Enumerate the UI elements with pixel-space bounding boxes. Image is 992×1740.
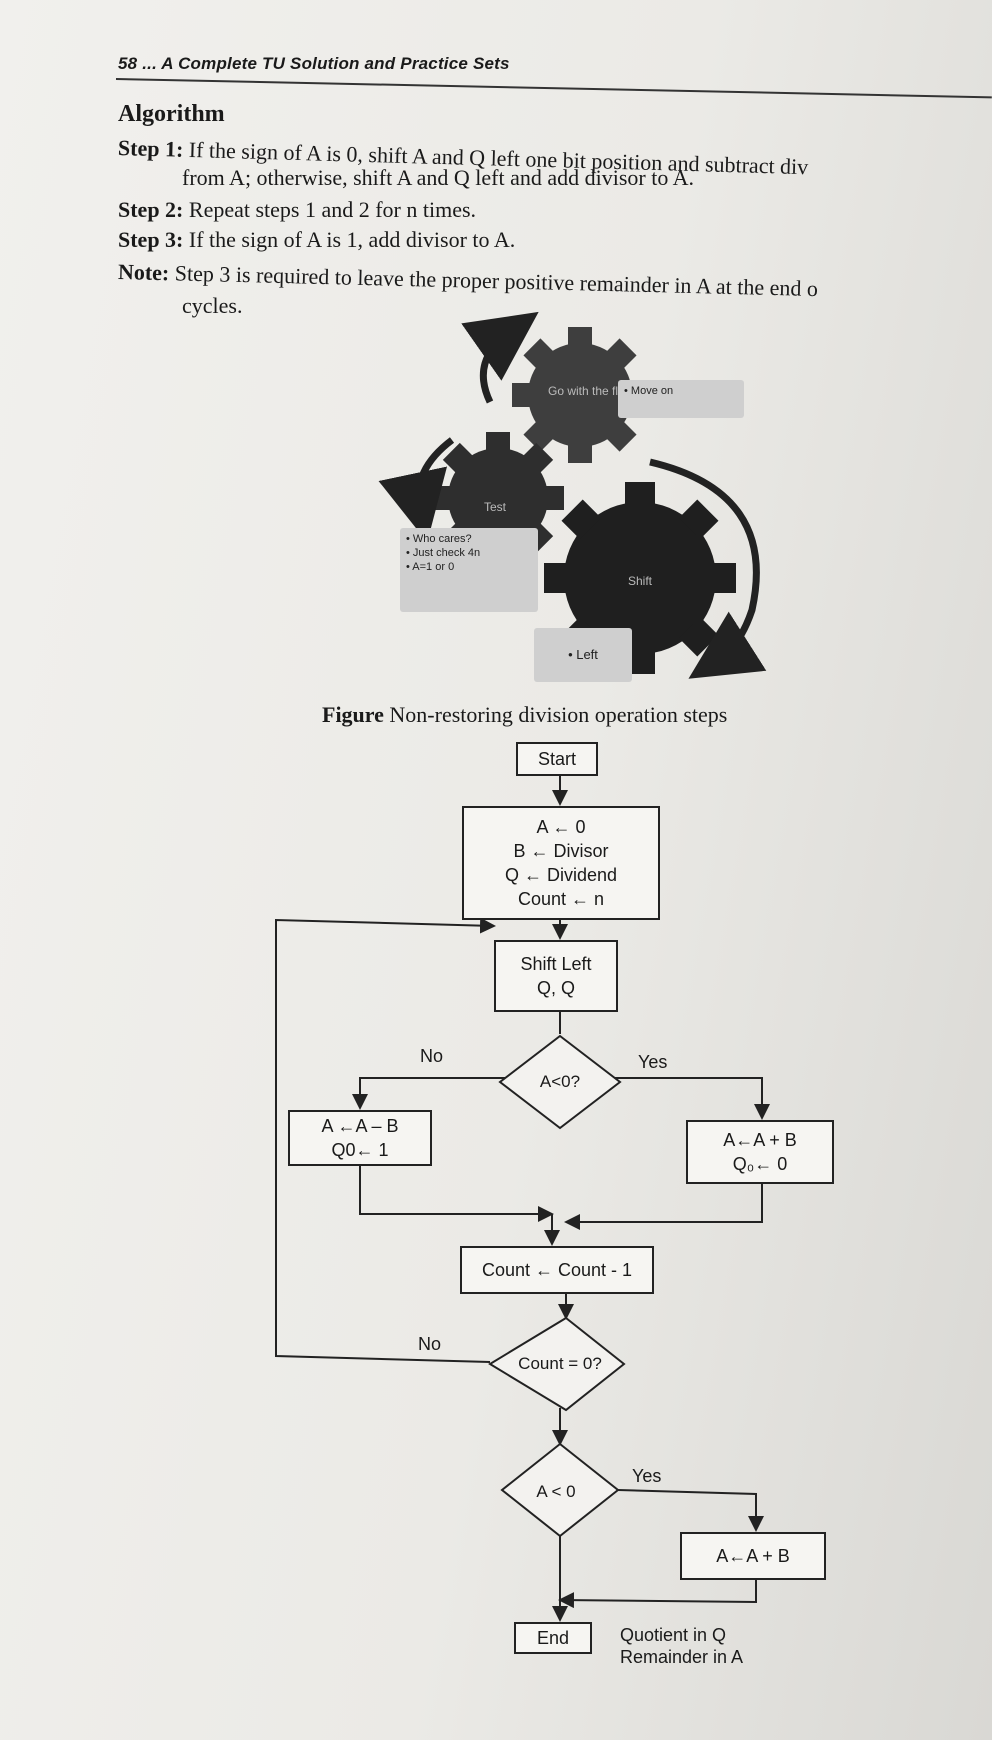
init-line-3: Q ← Dividend — [504, 865, 618, 885]
gear-top-label: Go with the flow — [548, 384, 634, 398]
shift-box: Shift Left Q, Q — [494, 940, 618, 1012]
note-move-on: • Move on — [618, 380, 744, 418]
note-left: • Left — [534, 628, 632, 682]
init-box: A ← 0 B ← Divisor Q ← Dividend Count ← n — [462, 806, 660, 920]
step-3-text: If the sign of A is 1, add divisor to A. — [183, 227, 516, 252]
final-add-box: A←A + B — [680, 1532, 826, 1580]
arrow-right-curve — [649, 458, 767, 679]
result-note: Quotient in Q Remainder in A — [620, 1624, 743, 1668]
result-line-2: Remainder in A — [620, 1647, 744, 1667]
arrow-left-curve — [378, 437, 455, 543]
yes-label-3: Yes — [632, 1466, 662, 1486]
no-label-2: No — [418, 1334, 442, 1354]
step-2-label: Step 2: — [118, 197, 184, 222]
note-who-cares: • Who cares? • Just check 4n • A=1 or 0 — [400, 528, 538, 612]
start-terminal: Start — [516, 742, 598, 776]
end-terminal: End — [514, 1622, 592, 1654]
no-label-1: No — [420, 1046, 444, 1066]
note-continued: cycles. — [182, 293, 243, 318]
subtract-line-1: A ←A – B — [321, 1116, 399, 1136]
add-line-2: Q₀← 0 — [732, 1154, 788, 1174]
decision-count-zero — [488, 1316, 626, 1412]
init-line-4: Count ← n — [517, 889, 605, 909]
shift-line-1: Shift Left — [520, 954, 592, 974]
gear-big-label: Shift — [628, 574, 653, 588]
step-1-continued: from A; otherwise, shift A and Q left an… — [182, 165, 695, 190]
figure-caption: Figure Non-restoring division operation … — [322, 702, 727, 728]
figure-caption-label: Figure — [322, 702, 384, 727]
shift-line-2: Q, Q — [536, 978, 575, 998]
decision-a-sign — [500, 1442, 620, 1538]
init-line-1: A ← 0 — [536, 817, 586, 837]
init-line-2: B ← Divisor — [513, 841, 609, 861]
note-who-cares-line-2: • Just check 4n — [406, 547, 481, 559]
running-head: 58 ... A Complete TU Solution and Practi… — [118, 54, 510, 73]
figure-caption-text: Non-restoring division operation steps — [383, 702, 728, 727]
subtract-line-2: Q0← 1 — [331, 1140, 389, 1160]
count-decrement-box: Count ← Count - 1 — [460, 1246, 654, 1294]
decision-a-less-zero — [498, 1034, 622, 1130]
add-box: A←A + B Q₀← 0 — [686, 1120, 834, 1184]
cond-3-text: A < 0 — [536, 1482, 576, 1501]
step-3: Step 3: If the sign of A is 1, add divis… — [118, 226, 515, 254]
result-line-1: Quotient in Q — [620, 1625, 727, 1645]
cond-1-text: A<0? — [539, 1072, 581, 1091]
step-3-label: Step 3: — [118, 227, 184, 252]
note-who-cares-line-3: • A=1 or 0 — [406, 561, 455, 573]
cond-2-text: Count = 0? — [518, 1354, 602, 1373]
step-2: Step 2: Repeat steps 1 and 2 for n times… — [118, 196, 476, 224]
note-who-cares-line-1: • Who cares? — [406, 533, 472, 545]
gear-middle-label: Test — [484, 500, 507, 514]
subtract-box: A ←A – B Q0← 1 — [288, 1110, 432, 1166]
step-2-text: Repeat steps 1 and 2 for n times. — [183, 197, 477, 222]
add-line-1: A←A + B — [723, 1130, 797, 1150]
yes-label-1: Yes — [638, 1052, 668, 1072]
algorithm-heading: Algorithm — [118, 101, 225, 127]
arrow-top-curve — [461, 311, 539, 404]
